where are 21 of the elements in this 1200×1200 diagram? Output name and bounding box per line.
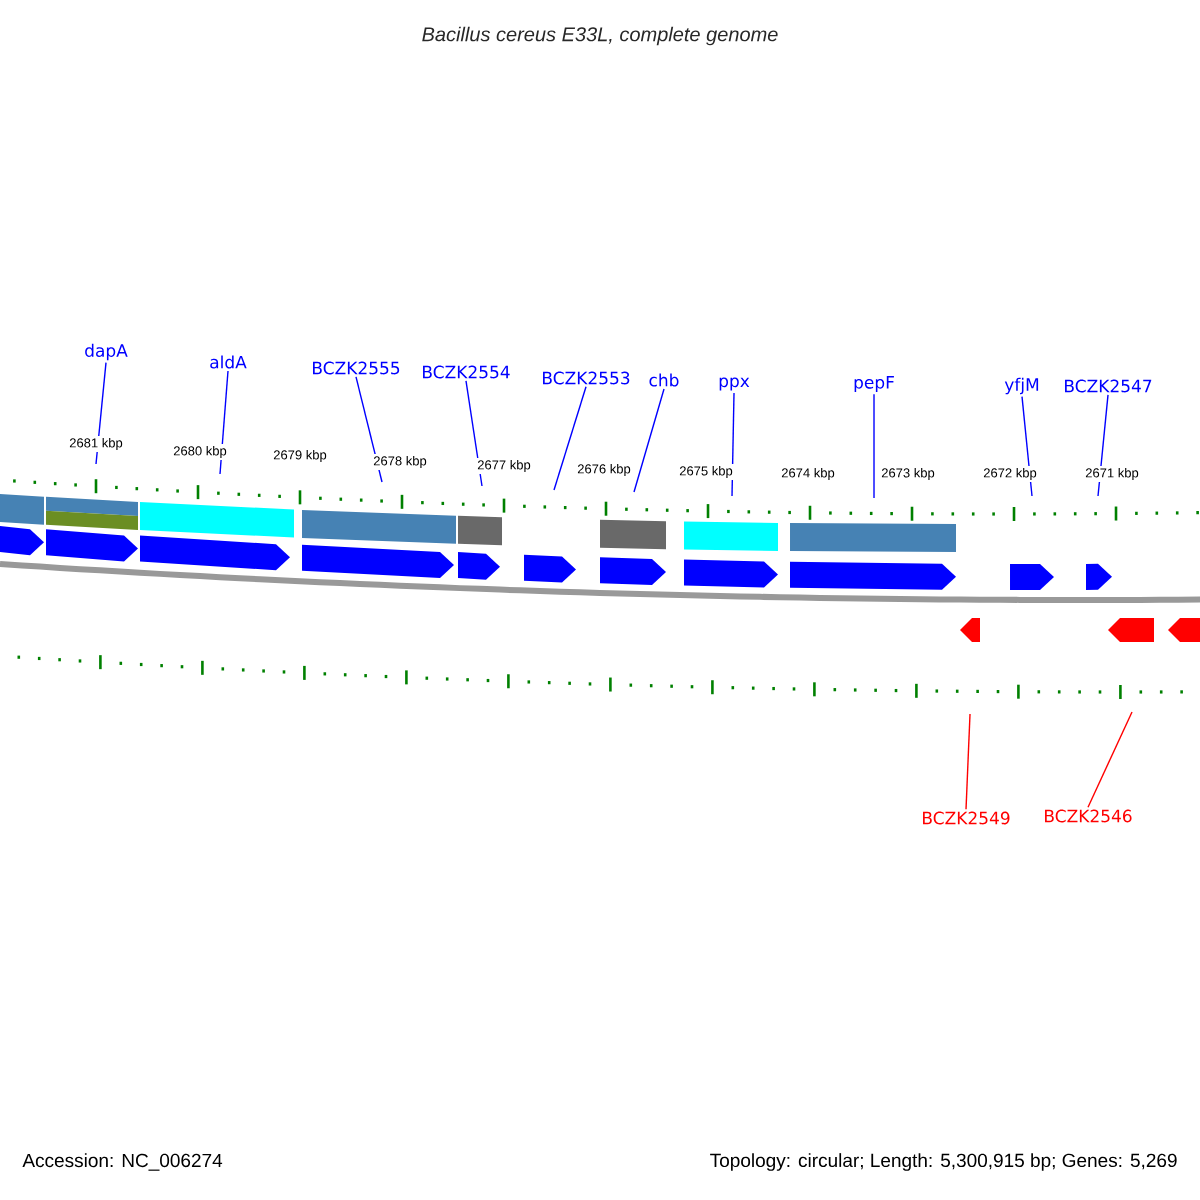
gene-label: pepF <box>854 376 894 392</box>
leader-line <box>633 388 665 493</box>
gene-label: aldA <box>210 355 247 369</box>
title: Bacillus cereus E33L, complete genome <box>422 26 778 46</box>
gene-label: ppx <box>719 377 750 391</box>
gene-label: BCZK2554 <box>423 365 510 379</box>
gene-label: yfjM <box>1004 377 1039 395</box>
gene-label: chb <box>649 373 679 387</box>
leader-line <box>553 386 587 491</box>
footer-text: Accession: NC_006274 <box>20 1151 225 1173</box>
gene-label: BCZK2555 <box>313 361 400 375</box>
gene-label: BCZK2547 <box>1065 379 1152 393</box>
leader-line <box>1087 711 1133 808</box>
gene-label: dapA <box>85 343 128 361</box>
gene-label: BCZK2549 <box>923 811 1010 825</box>
footer-text: Topology: circular; Length: 5,300,915 bp; Genes: 5,269 <box>707 1151 1180 1173</box>
leader-line <box>965 713 971 810</box>
genome-map-drawing <box>0 479 1200 699</box>
gene-label: BCZK2553 <box>543 371 630 385</box>
leader-line <box>873 393 875 499</box>
gene-label: BCZK2546 <box>1045 809 1132 823</box>
